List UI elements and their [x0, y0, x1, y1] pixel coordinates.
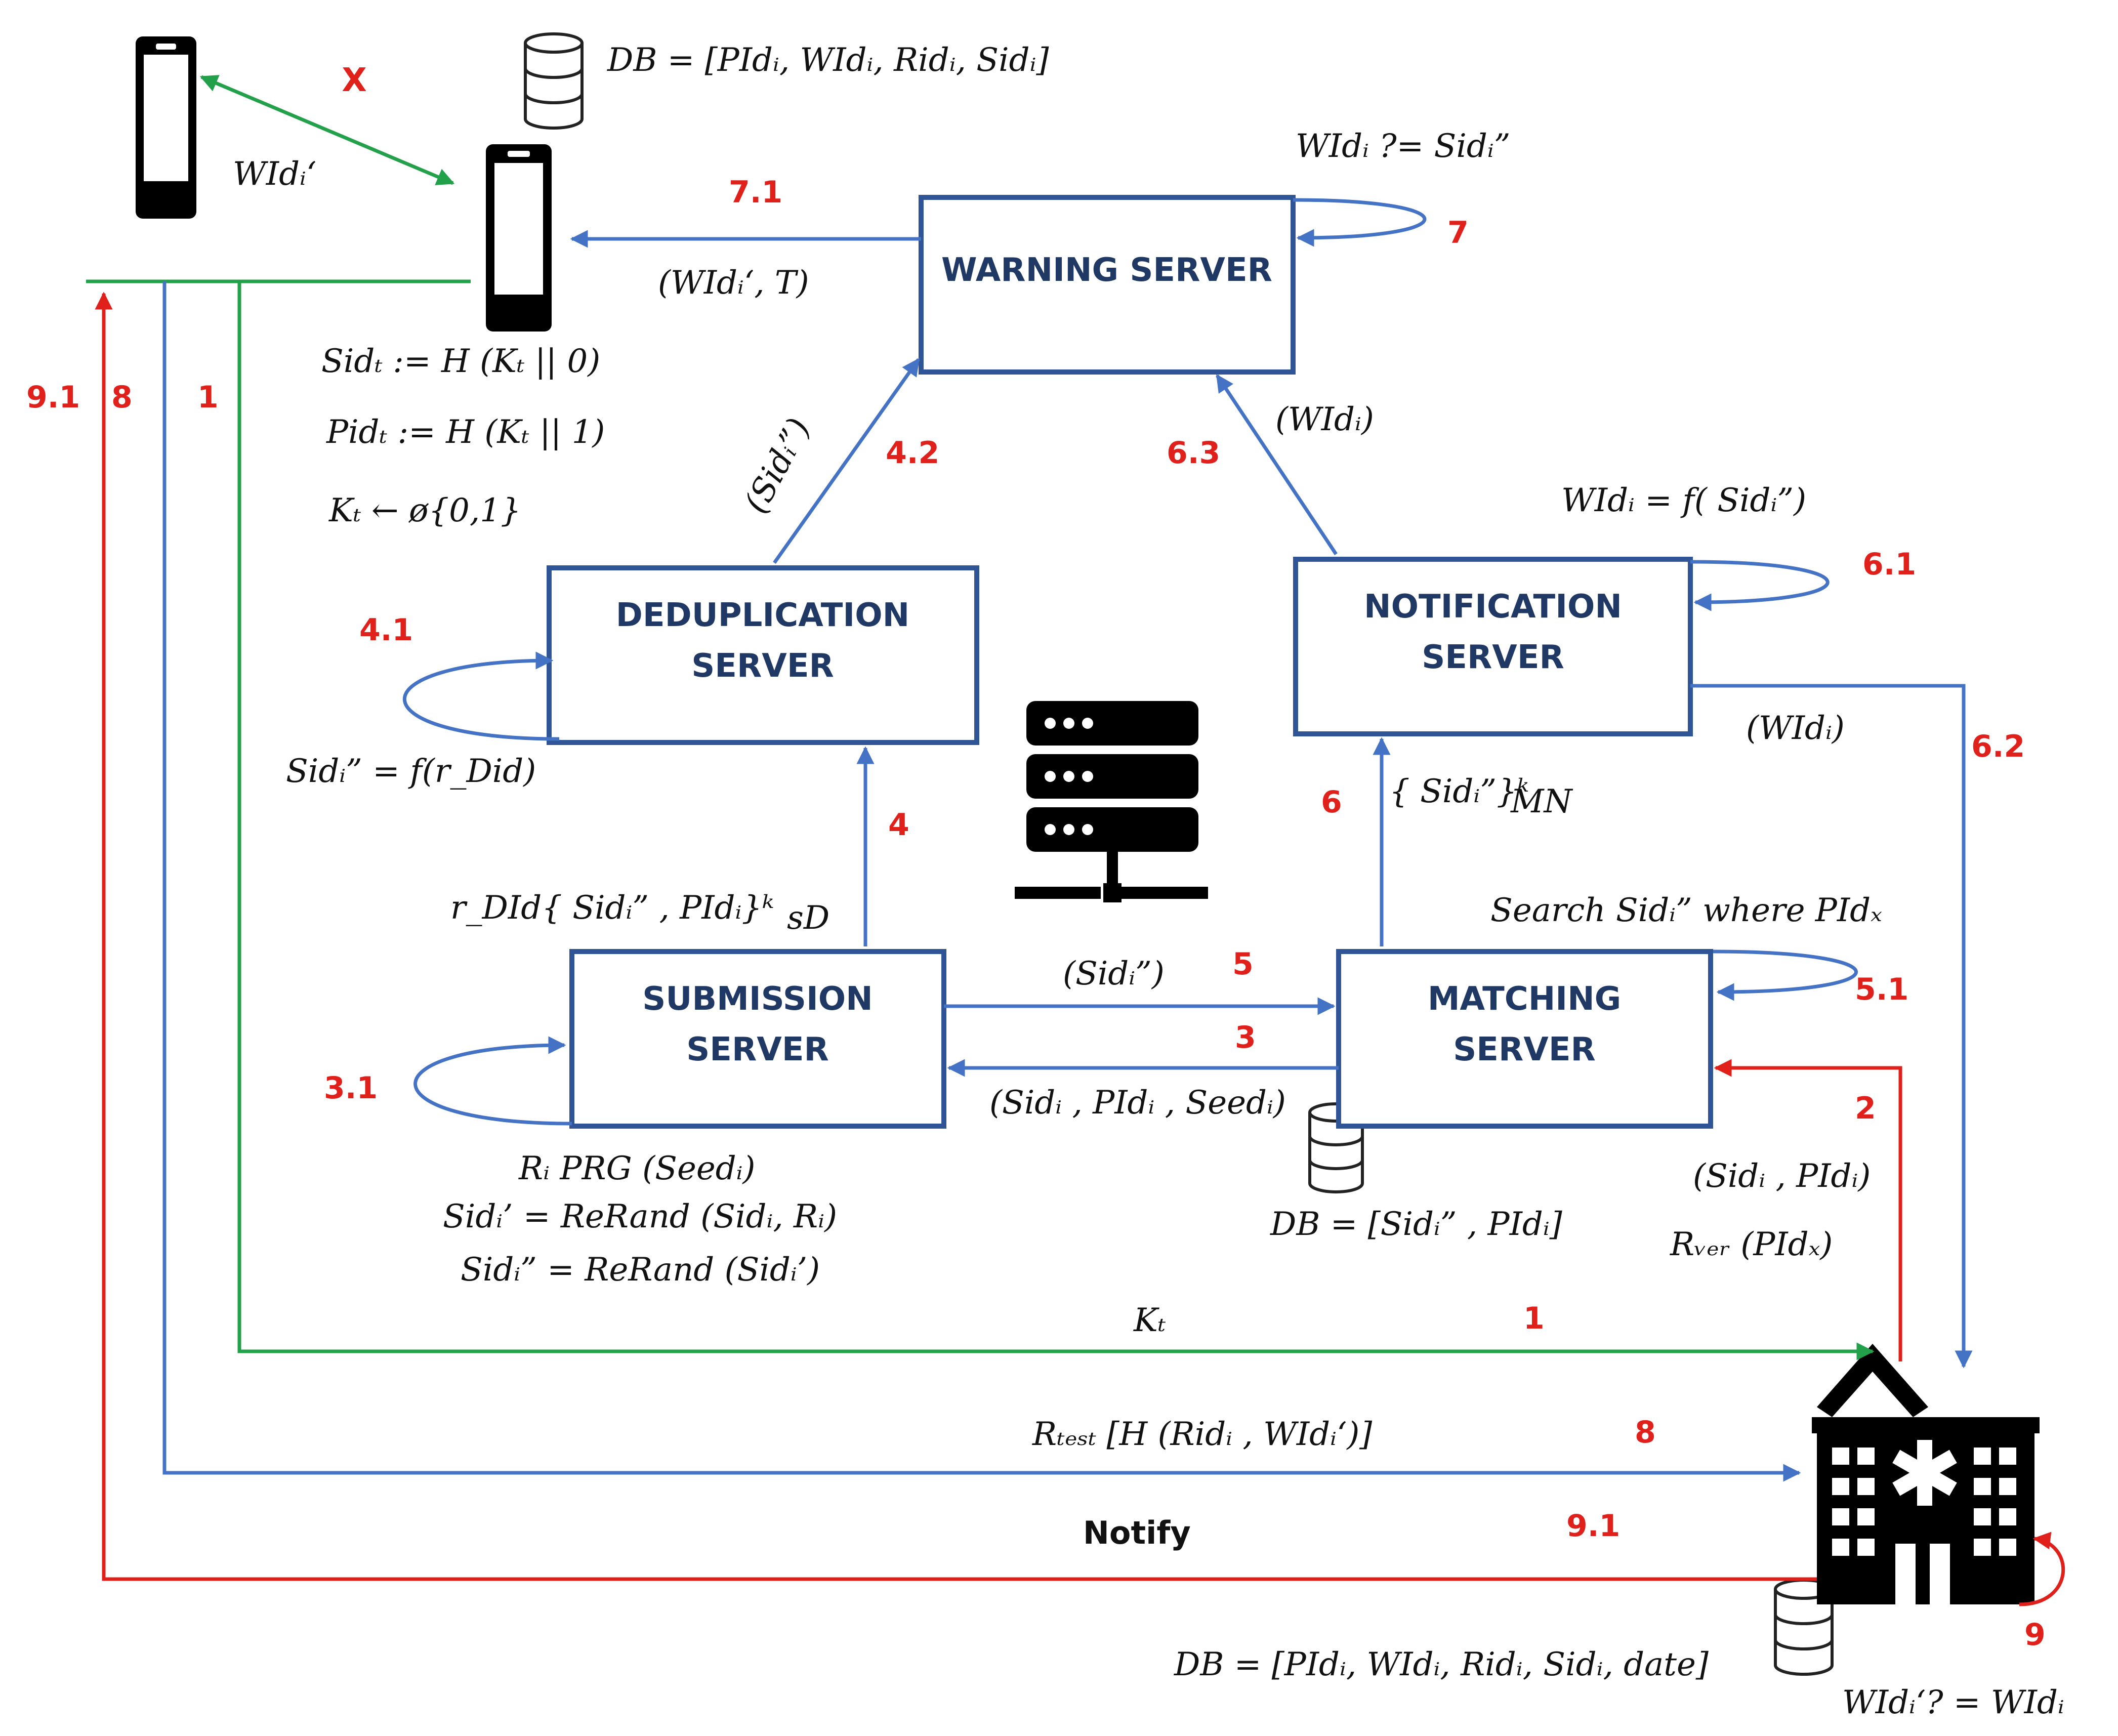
phone-icon [136, 36, 196, 219]
step-5-1: 5.1 [1855, 972, 1908, 1007]
loop-deduplication [403, 651, 560, 741]
step-6: 6 [1321, 784, 1342, 820]
arrow-phone-link [199, 75, 455, 185]
mn-set-subscript: MN [1510, 783, 1573, 820]
arrow-hospital-to-matching [1714, 1059, 1902, 1361]
step-3-1: 3.1 [324, 1070, 378, 1106]
notification-server-label-1: NOTIFICATION [1364, 588, 1622, 626]
notification-fn-label: WIdᵢ = f( Sidᵢ”) [1561, 482, 1806, 519]
wid-62-label: (WIdᵢ) [1746, 710, 1845, 747]
sid-dprime-dedup-label: (Sidᵢ”) [737, 412, 818, 519]
step-6-2: 6.2 [1971, 729, 2025, 764]
search-label: Search Sidᵢ” where PIdₓ [1490, 892, 1882, 929]
arrow-notification-to-warning [1216, 374, 1338, 555]
kt-generation: Kₜ ← ø{0,1} [328, 492, 521, 529]
sid-t-formula: Sidₜ := H (Kₜ || 0) [321, 343, 600, 380]
step-6-3: 6.3 [1167, 435, 1220, 471]
r-did-label: r_DId{ Sidᵢ” , PIdᵢ}ᵏ [450, 889, 774, 927]
kt-label: Kₜ [1133, 1302, 1166, 1339]
notification-server: NOTIFICATION SERVER [1293, 557, 1693, 736]
no-link-mark: X [342, 62, 366, 99]
warning-server: WARNING SERVER [919, 195, 1296, 375]
sid-5-label: (Sidᵢ”) [1063, 955, 1165, 993]
rerand-1-label: Sidᵢ’ = ReRand (Sidᵢ, Rᵢ) [443, 1198, 837, 1235]
loop-warning-check [1293, 198, 1427, 247]
step-3: 3 [1235, 1020, 1256, 1055]
wid-t-label: (WIdᵢ‘, T) [658, 264, 809, 302]
submission-server-label-2: SERVER [686, 1031, 829, 1068]
arrow-notify-to-phone [95, 292, 1817, 1581]
notification-server-label-2: SERVER [1422, 639, 1564, 676]
notify-label: Notify [1083, 1514, 1191, 1551]
warning-check-label: WIdᵢ ?= Sidᵢ” [1296, 128, 1510, 165]
mn-set-label: { Sidᵢ”}ᵏ [1389, 773, 1529, 810]
step-7-1: 7.1 [729, 175, 782, 210]
wid-prime-label: WIdᵢ‘ [233, 155, 316, 193]
deduplication-server: DEDUPLICATION SERVER [547, 565, 979, 745]
hospital-db-label: DB = [PIdᵢ, WIdᵢ, Ridᵢ, Sidᵢ, date] [1174, 1646, 1709, 1683]
step-4: 4 [888, 807, 909, 843]
step-1-left: 1 [197, 380, 219, 415]
user-db-label: DB = [PIdᵢ, WIdᵢ, Ridᵢ, Sidᵢ] [607, 42, 1049, 79]
submission-server: SUBMISSION SERVER [569, 949, 946, 1129]
hospital-check-label: WIdᵢ‘? = WIdᵢ [1842, 1684, 2064, 1721]
deduplication-server-label-1: DEDUPLICATION [616, 597, 909, 634]
step-8-bottom: 8 [1635, 1415, 1656, 1450]
pair-2-label: (Sidᵢ , PIdᵢ) [1693, 1158, 1871, 1195]
step-4-1: 4.1 [359, 612, 413, 648]
step-4-2: 4.2 [886, 435, 939, 471]
arrow-dedup-to-warning [773, 358, 920, 564]
arrow-notification-to-hospital [1690, 684, 1973, 1369]
matching-server-label-2: SERVER [1453, 1031, 1596, 1068]
arrow-kt-to-hospital [237, 281, 1875, 1360]
matching-db-label: DB = [Sidᵢ” , PIdᵢ] [1270, 1206, 1563, 1243]
matching-server-label-1: MATCHING [1428, 980, 1621, 1018]
r-ver-label: Rᵥₑᵣ (PIdₓ) [1670, 1226, 1833, 1263]
matching-server: MATCHING SERVER [1336, 949, 1713, 1129]
loop-notification [1690, 560, 1830, 611]
pid-t-formula: Pidₜ := H (Kₜ || 1) [326, 414, 605, 451]
deduplication-server-label-2: SERVER [691, 647, 834, 685]
arrow-rtest-to-hospital [162, 281, 1801, 1482]
wid-63-label: (WIdᵢ) [1275, 401, 1374, 438]
submission-server-label-1: SUBMISSION [642, 980, 873, 1018]
step-8-left: 8 [111, 380, 133, 415]
step-7: 7 [1447, 215, 1469, 251]
step-6-1: 6.1 [1862, 547, 1916, 582]
step-9-1-left: 9.1 [26, 380, 80, 415]
step-9: 9 [2024, 1617, 2046, 1652]
loop-hospital [2019, 1532, 2065, 1606]
r-did-subscript: sD [787, 899, 829, 937]
prg-label: Rᵢ PRG (Seedᵢ) [518, 1150, 756, 1187]
rerand-2-label: Sidᵢ” = ReRand (Sidᵢ’) [461, 1251, 820, 1289]
hospital-icon [1812, 1344, 2040, 1604]
phone-icon [486, 144, 552, 332]
server-rack-icon [1015, 701, 1208, 902]
database-icon [524, 32, 584, 130]
loop-matching [1713, 949, 1858, 1001]
r-test-label: Rₜₑₛₜ [H (Ridᵢ , WIdᵢ‘)] [1032, 1416, 1373, 1453]
triple-3-label: (Sidᵢ , PIdᵢ , Seedᵢ) [989, 1084, 1286, 1122]
loop-submission [413, 1036, 572, 1126]
database-icon [1774, 1579, 1834, 1676]
dedup-fn-label: Sidᵢ” = f(r_Did) [286, 753, 536, 790]
step-1-bottom: 1 [1523, 1301, 1545, 1336]
step-2: 2 [1855, 1091, 1876, 1126]
step-5: 5 [1232, 946, 1254, 982]
step-9-1-bottom: 9.1 [1566, 1508, 1620, 1544]
warning-server-label: WARNING SERVER [941, 252, 1272, 289]
